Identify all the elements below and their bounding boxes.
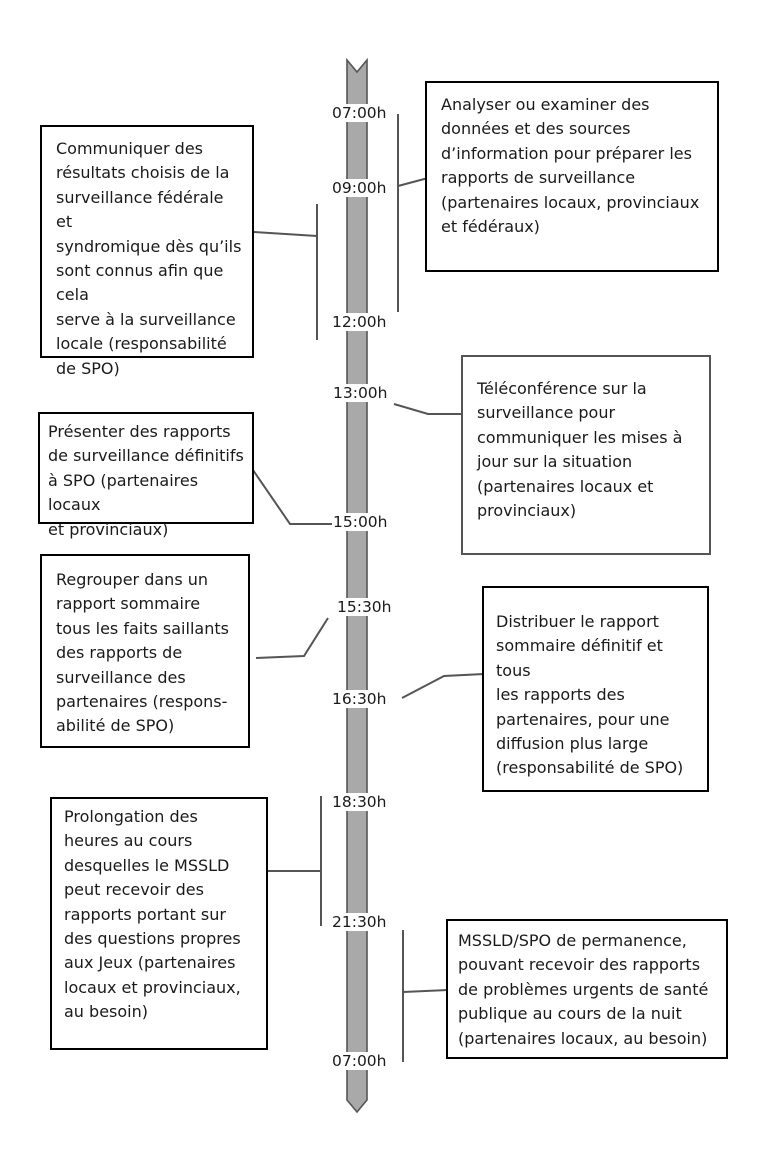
time-label-2130: 21:30h <box>331 913 388 931</box>
connector-distribuer <box>401 673 485 699</box>
time-label-1630: 16:30h <box>331 690 388 708</box>
time-label-1530: 15:30h <box>336 598 393 616</box>
connector-presenter <box>252 469 332 525</box>
time-label-1830: 18:30h <box>331 793 388 811</box>
time-label-0900: 09:00h <box>331 179 388 197</box>
activity-box-presenter: Présenter des rapports de surveillance d… <box>38 412 254 539</box>
activity-box-teleconference: Téléconférence sur la surveillance pour … <box>461 355 711 555</box>
activity-box-distribuer: Distribuer le rapport sommaire définitif… <box>482 586 709 792</box>
time-label-0700-morning: 07:00h <box>331 104 388 122</box>
activity-box-regrouper: Regrouper dans un rapport sommaire tous … <box>40 554 250 748</box>
activity-box-prolongation: Prolongation des heures au cours desquel… <box>50 797 268 1050</box>
connector-teleconference <box>393 403 463 415</box>
connector-permanence <box>402 989 449 993</box>
connector-analyser <box>397 177 429 187</box>
activity-box-permanence: MSSLD/SPO de permanence, pouvant recevoi… <box>446 919 728 1059</box>
time-label-1200: 12:00h <box>331 313 388 331</box>
timeline-bar <box>346 57 368 1114</box>
time-label-1500: 15:00h <box>332 513 389 531</box>
activity-box-analyser: Analyser ou examiner des données et des … <box>425 81 719 272</box>
activity-box-communiquer: Communiquer des résultats choisis de la … <box>40 125 254 378</box>
time-label-1300: 13:00h <box>332 384 389 402</box>
connector-regrouper <box>255 617 329 659</box>
connector-communiquer <box>253 231 318 237</box>
time-label-0700-night: 07:00h <box>331 1052 388 1070</box>
